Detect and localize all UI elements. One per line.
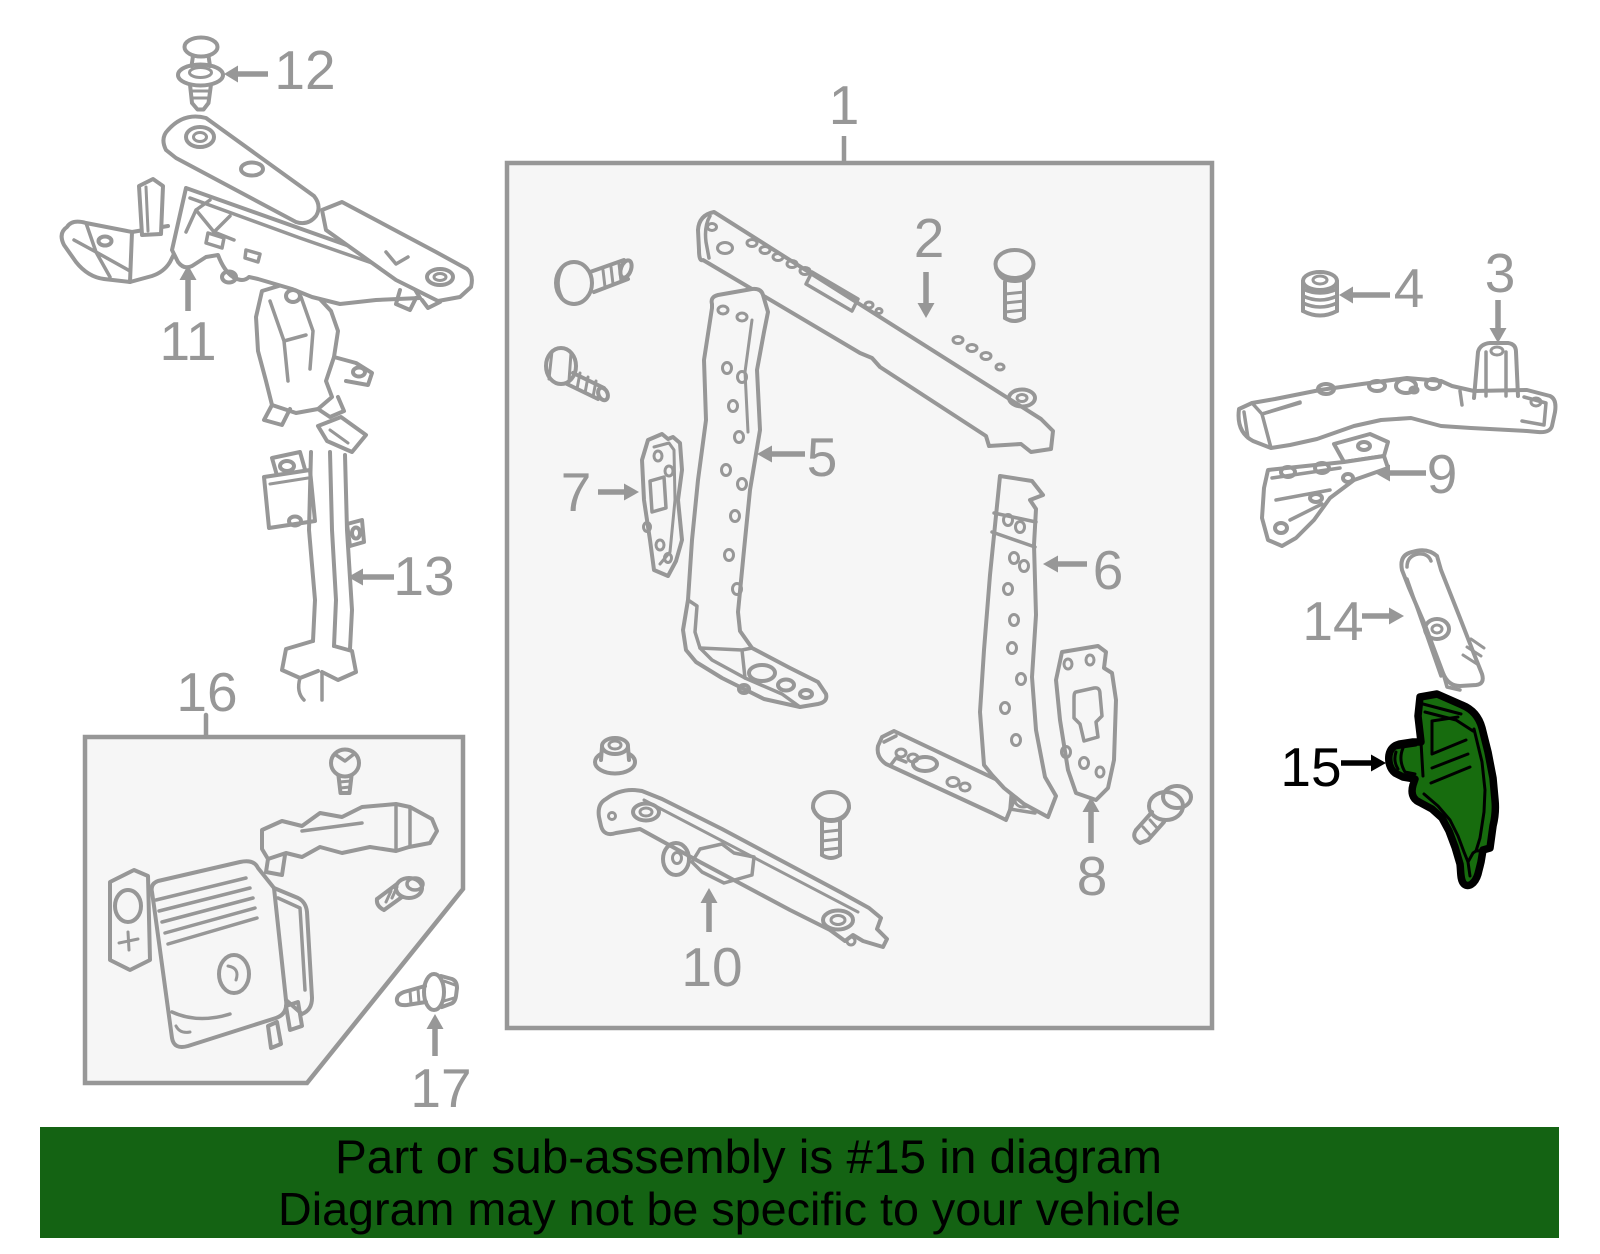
- svg-text:6: 6: [1093, 539, 1124, 601]
- svg-text:13: 13: [393, 545, 454, 607]
- svg-text:4: 4: [1394, 257, 1425, 319]
- svg-text:17: 17: [410, 1057, 471, 1119]
- svg-text:10: 10: [681, 936, 742, 998]
- svg-text:11: 11: [159, 310, 216, 372]
- svg-text:12: 12: [274, 39, 335, 101]
- svg-text:Part or sub-assembly is #15 in: Part or sub-assembly is #15 in diagram: [335, 1131, 1162, 1184]
- svg-text:16: 16: [176, 661, 237, 723]
- svg-text:Diagram may not be specific to: Diagram may not be specific to your vehi…: [278, 1183, 1181, 1235]
- svg-text:14: 14: [1302, 590, 1363, 652]
- svg-text:1: 1: [829, 74, 860, 136]
- svg-text:3: 3: [1485, 242, 1516, 304]
- svg-text:5: 5: [807, 426, 838, 488]
- svg-text:9: 9: [1427, 443, 1458, 505]
- svg-text:2: 2: [914, 207, 945, 269]
- svg-text:15: 15: [1280, 736, 1341, 798]
- svg-text:7: 7: [561, 461, 592, 523]
- svg-text:8: 8: [1077, 845, 1108, 907]
